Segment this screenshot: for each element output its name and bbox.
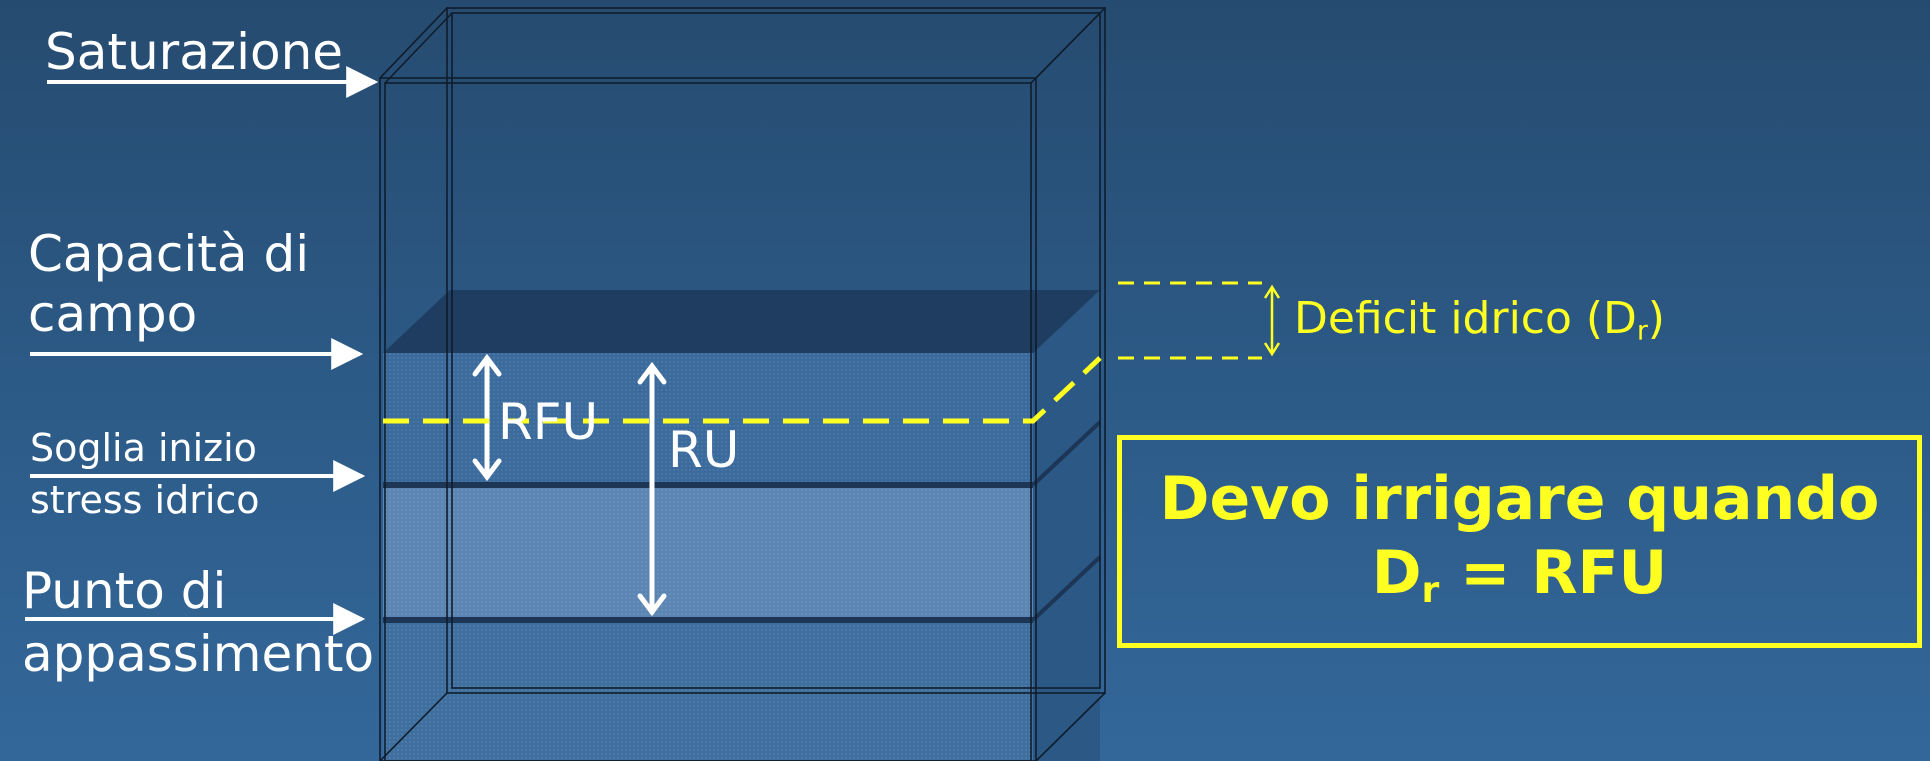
box-line2: Dr = RFU <box>1371 538 1668 611</box>
water-top-surface <box>383 290 1100 353</box>
label-soglia-line2: stress idrico <box>30 478 260 522</box>
label-saturazione: Saturazione <box>45 23 344 81</box>
deficit-double-arrow <box>1263 284 1281 357</box>
bottom-layer-texture <box>383 622 1033 761</box>
rfu-layer-texture <box>383 353 1033 483</box>
water-side-face <box>1033 290 1100 761</box>
irrigation-rule-box: Devo irrigare quando Dr = RFU <box>1117 435 1922 648</box>
separator-soglia-side <box>1031 420 1102 487</box>
box-line1: Devo irrigare quando <box>1159 464 1880 534</box>
label-rfu: RFU <box>498 393 599 451</box>
label-punto-line2: appassimento <box>22 625 375 683</box>
label-punto-line1: Punto di <box>22 562 227 620</box>
label-soglia-line1: Soglia inizio <box>30 426 257 470</box>
ru-lower-texture <box>383 488 1033 618</box>
label-ru: RU <box>668 421 740 479</box>
label-capacita-line2: campo <box>28 285 198 343</box>
label-deficit: Deficit idrico (Dr) <box>1294 293 1665 347</box>
ru-double-arrow <box>637 361 667 617</box>
threshold-dashed-line <box>383 356 1102 424</box>
separator-punto-side <box>1031 555 1102 622</box>
label-capacita-line1: Capacità di <box>28 225 310 283</box>
rfu-double-arrow <box>472 353 502 482</box>
